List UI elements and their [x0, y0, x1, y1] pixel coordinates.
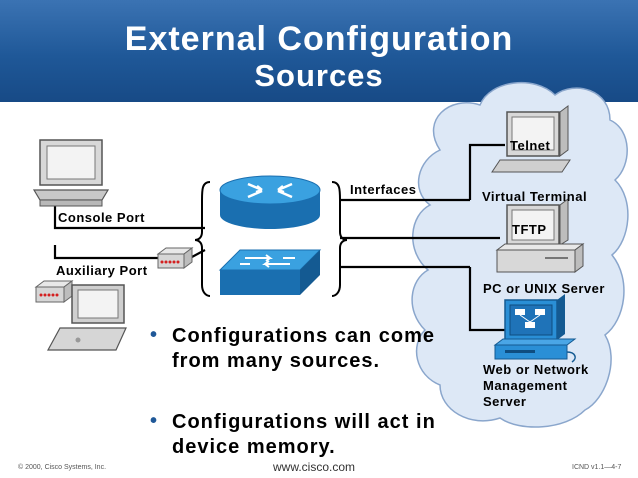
- telnet-label: Telnet: [510, 138, 551, 153]
- auxiliary-cable-to-modem: [53, 245, 170, 260]
- bullet-text: Configurations will act in device memory…: [172, 411, 436, 458]
- laptop-icon: [46, 284, 127, 351]
- footer-slide-ref: ICND v1.1—4-7: [572, 464, 622, 471]
- title-banner: External Configuration Sources: [0, 0, 638, 102]
- switch-icon: [218, 249, 322, 295]
- modem-icon: [156, 247, 194, 269]
- pc-unix-server-label: PC or UNIX Server: [483, 281, 605, 296]
- interfaces-label: Interfaces: [350, 182, 417, 197]
- bullet-dot: •: [150, 410, 159, 432]
- terminal-icon: [491, 105, 571, 173]
- virtual-terminal-label: Virtual Terminal: [482, 189, 588, 204]
- bullet-item: • Configurations can come from many sour…: [150, 324, 450, 399]
- device-brackets: [194, 181, 348, 297]
- router-icon: [219, 175, 321, 229]
- pc-icon: [32, 139, 110, 207]
- bullet-text: Configurations can come from many source…: [172, 325, 436, 372]
- bullet-dot: •: [150, 324, 159, 346]
- web-link: [468, 267, 505, 332]
- tftp-label: TFTP: [512, 222, 547, 237]
- bullet-item: • Configurations will act in device memo…: [150, 410, 450, 460]
- server-icon: [495, 198, 585, 273]
- telnet-link: [468, 143, 505, 200]
- footer-url: www.cisco.com: [273, 460, 356, 474]
- auxiliary-port-label: Auxiliary Port: [56, 263, 148, 278]
- slide-title-line2: Sources: [254, 58, 384, 93]
- console-port-label: Console Port: [58, 210, 145, 225]
- footer-copyright: © 2000, Cisco Systems, Inc.: [18, 464, 107, 471]
- console-cable: [53, 200, 205, 230]
- modem-icon-2: [34, 280, 74, 303]
- web-nm-server-label: Web or Network Management Server: [483, 362, 589, 409]
- workstation-icon: [493, 294, 577, 363]
- slide-title: External Configuration: [124, 20, 514, 58]
